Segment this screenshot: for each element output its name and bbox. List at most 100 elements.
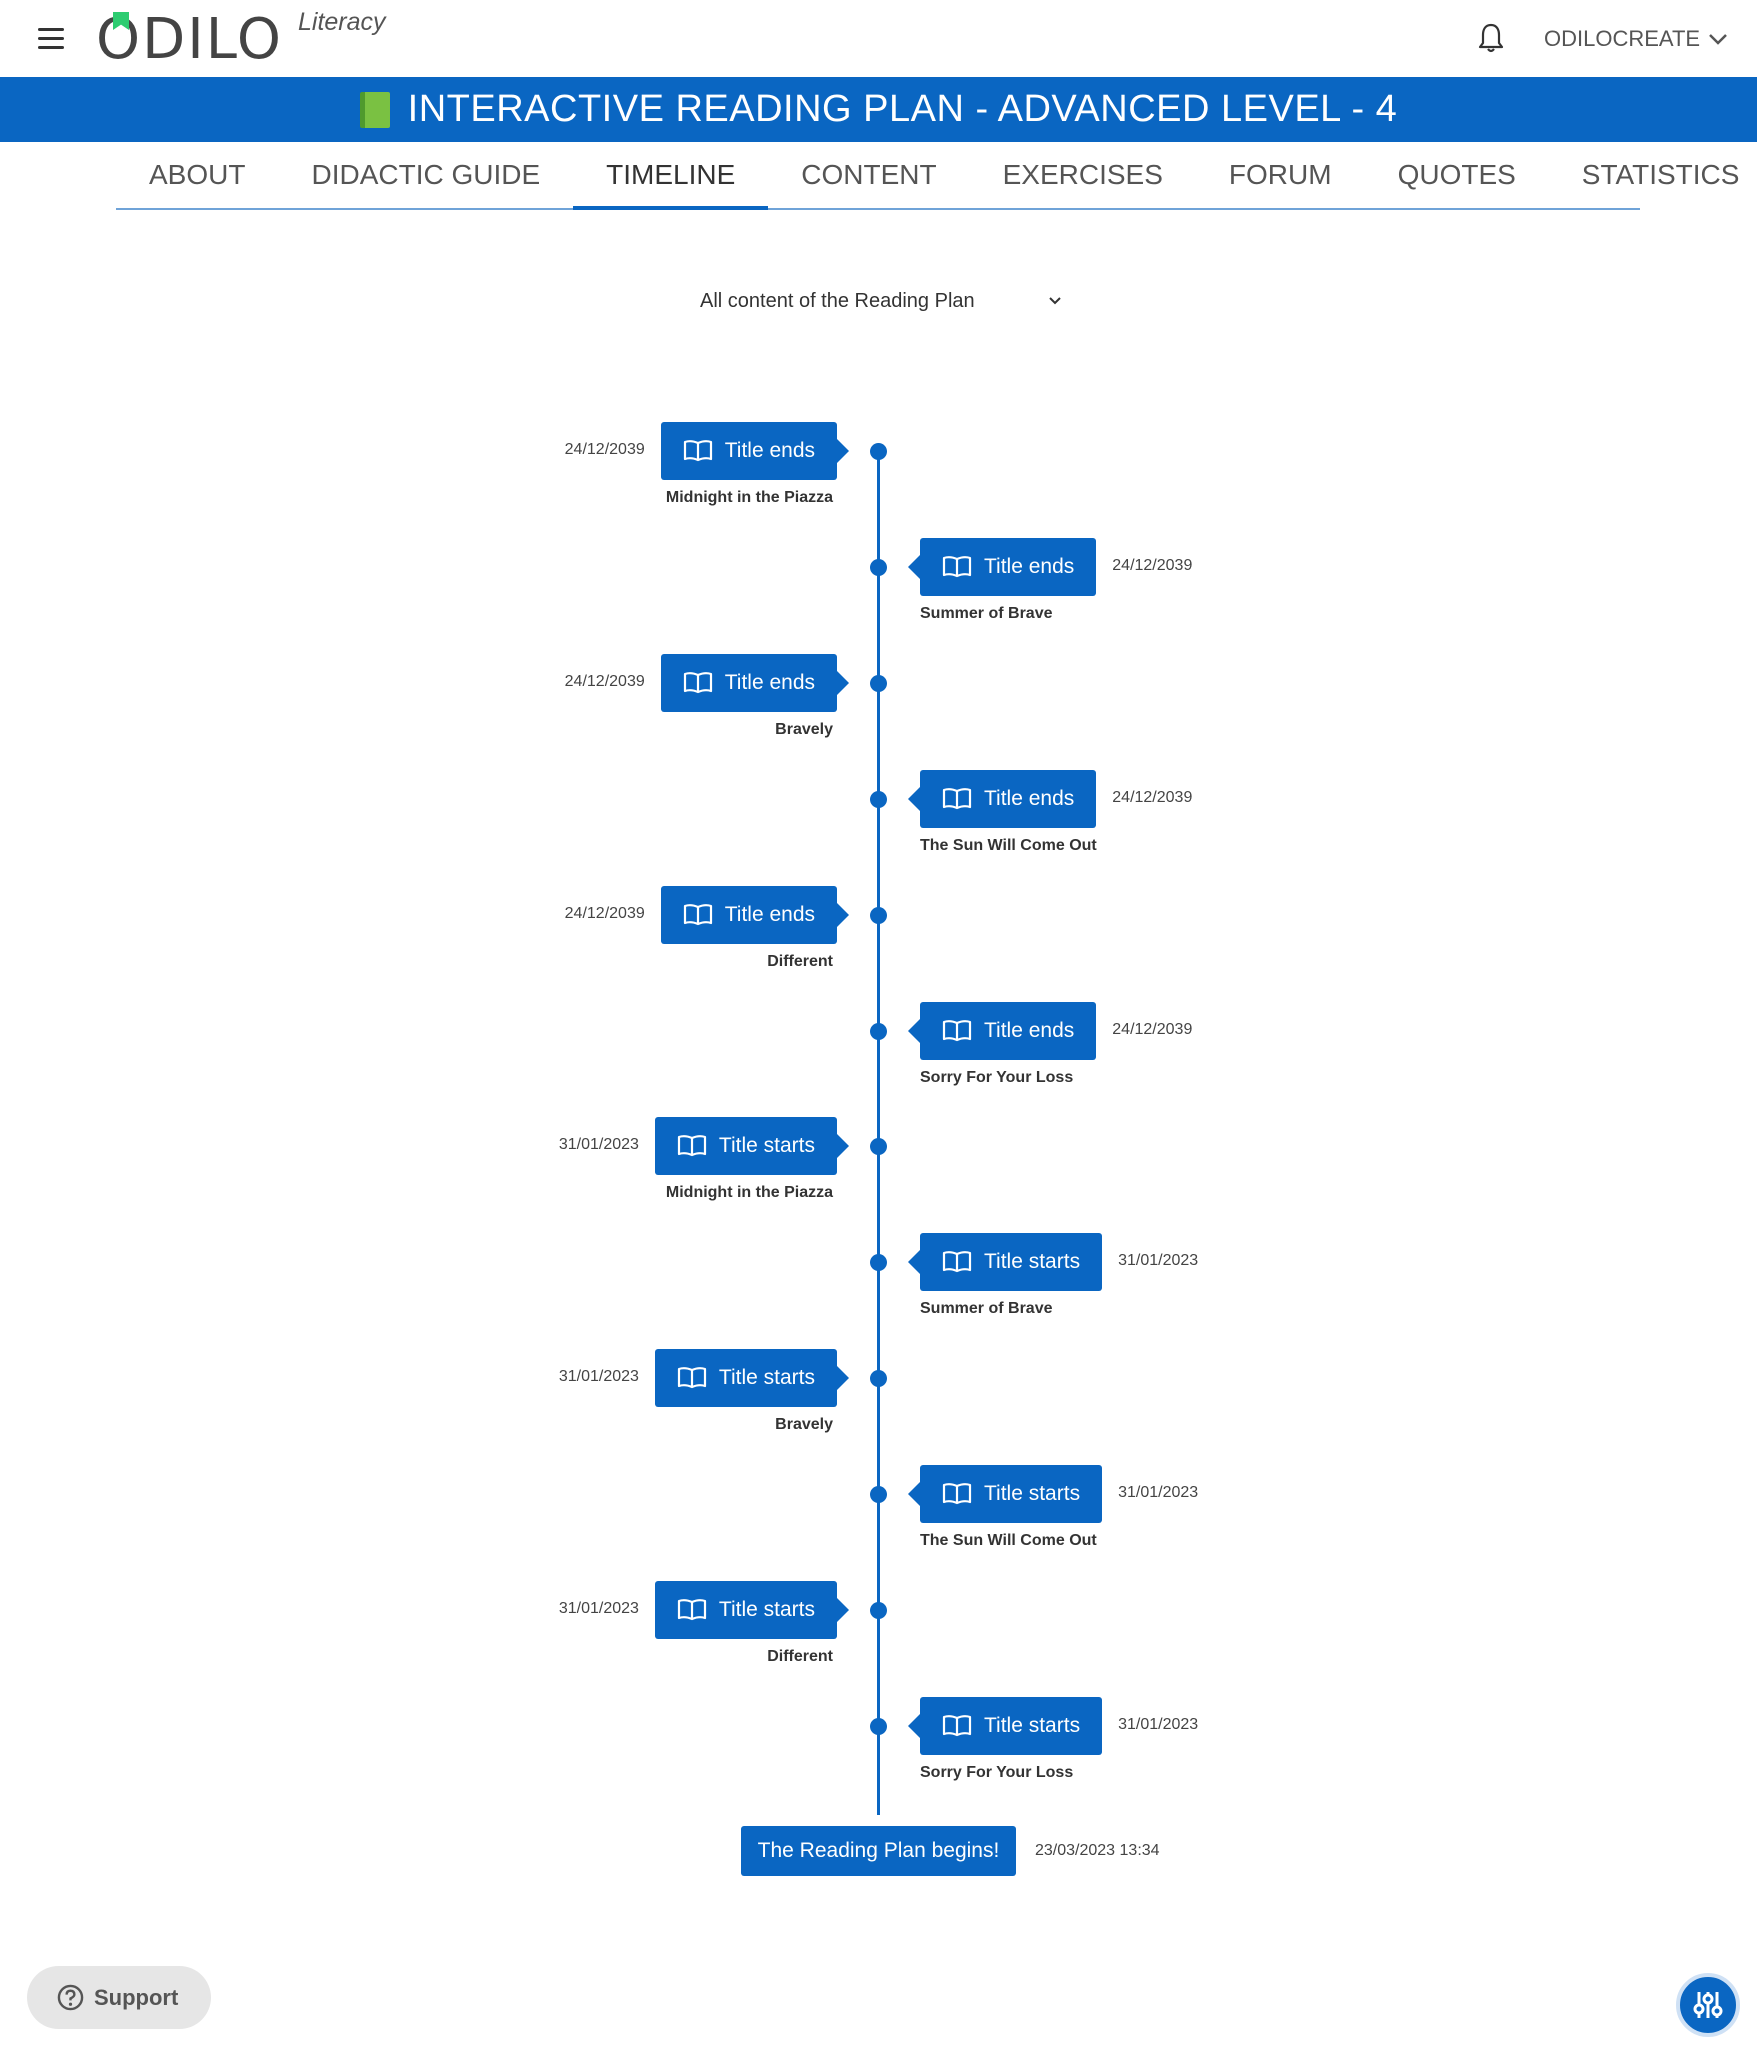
event-date: 31/01/2023 — [1118, 1716, 1199, 1733]
timeline-line — [877, 450, 880, 1815]
content-filter-select[interactable]: All content of the Reading Plan — [700, 283, 1062, 319]
timeline-dot — [870, 1254, 887, 1271]
timeline-dot — [870, 1486, 887, 1503]
event-book-title[interactable]: Summer of Brave — [920, 1300, 1053, 1317]
event-date: 31/01/2023 — [1118, 1252, 1199, 1269]
event-book-title[interactable]: Midnight in the Piazza — [665, 489, 833, 506]
event-label: Title ends — [724, 439, 815, 462]
page-title: INTERACTIVE READING PLAN - ADVANCED LEVE… — [407, 88, 1398, 130]
book-icon — [359, 91, 390, 128]
event-book-title[interactable]: Different — [767, 953, 833, 970]
timeline-dot — [870, 1138, 887, 1155]
tab-bar: ABOUT DIDACTIC GUIDE TIMELINE CONTENT EXERCI… — [116, 142, 1739, 210]
timeline-dot — [870, 1023, 887, 1040]
event-date: 31/01/2023 — [1118, 1484, 1199, 1501]
reading-plan-begins-button[interactable]: The Reading Plan begins! — [741, 1826, 1016, 1876]
hamburger-icon[interactable] — [38, 26, 66, 50]
sliders-icon — [1693, 1992, 1723, 2018]
timeline-event-button[interactable]: Title ends — [660, 654, 850, 712]
timeline-dot — [870, 675, 887, 692]
event-label: Title ends — [724, 671, 815, 694]
open-book-icon — [942, 556, 972, 578]
accessibility-button[interactable] — [1676, 1973, 1740, 2037]
timeline-event-button[interactable]: Title starts — [907, 1233, 1103, 1291]
timeline-event-button[interactable]: Title starts — [907, 1465, 1103, 1523]
timeline-dot — [870, 1602, 887, 1619]
event-book-title[interactable]: Bravely — [775, 721, 833, 738]
reading-plan-begin-date: 23/03/2023 13:34 — [1035, 1842, 1160, 1859]
open-book-icon — [683, 672, 712, 694]
user-name: ODILOCREATE — [1544, 26, 1701, 51]
timeline-event-button[interactable]: Title ends — [660, 422, 850, 480]
open-book-icon — [677, 1135, 707, 1157]
timeline-dot — [870, 443, 887, 460]
timeline-dot — [870, 907, 887, 924]
timeline-event-button[interactable]: Title starts — [907, 1697, 1103, 1755]
event-label: Title ends — [984, 555, 1075, 578]
tab-about[interactable]: ABOUT — [149, 159, 246, 190]
tab-content[interactable]: CONTENT — [801, 159, 937, 190]
filter-selected-value: All content of the Reading Plan — [700, 289, 975, 312]
timeline-event-button[interactable]: Title ends — [660, 886, 850, 944]
tab-quotes[interactable]: QUOTES — [1397, 159, 1516, 190]
event-book-title[interactable]: Sorry For Your Loss — [920, 1069, 1074, 1086]
tab-forum[interactable]: FORUM — [1228, 159, 1332, 190]
event-date: 24/12/2039 — [564, 673, 645, 690]
tab-statistics[interactable]: STATISTICS — [1581, 159, 1740, 190]
chevron-down-icon — [1049, 297, 1061, 305]
timeline-dot — [870, 1718, 887, 1735]
event-label: Title starts — [984, 1250, 1081, 1273]
timeline-dot — [870, 1370, 887, 1387]
user-menu[interactable]: ODILOCREATE — [1544, 26, 1728, 52]
event-book-title[interactable]: The Sun Will Come Out — [920, 837, 1097, 854]
open-book-icon — [677, 1367, 707, 1389]
event-book-title[interactable]: Bravely — [775, 1416, 833, 1433]
open-book-icon — [683, 440, 712, 462]
support-label: Support — [94, 1984, 179, 2010]
event-book-title[interactable]: Sorry For Your Loss — [920, 1764, 1074, 1781]
timeline-dot — [870, 559, 887, 576]
timeline-event-button[interactable]: Title ends — [907, 1002, 1097, 1060]
event-label: Title starts — [984, 1714, 1081, 1737]
timeline-event-button[interactable]: Title starts — [654, 1349, 850, 1407]
open-book-icon — [942, 1020, 972, 1042]
logo[interactable]: ODILO Literacy — [96, 6, 426, 70]
chevron-down-icon — [1709, 34, 1727, 45]
timeline-event-button[interactable]: Title starts — [654, 1117, 850, 1175]
event-date: 31/01/2023 — [558, 1600, 639, 1617]
event-label: Title ends — [984, 787, 1075, 810]
event-book-title[interactable]: The Sun Will Come Out — [920, 1532, 1097, 1549]
event-date: 24/12/2039 — [1112, 1021, 1193, 1038]
event-label: Title starts — [984, 1482, 1081, 1505]
event-date: 24/12/2039 — [564, 905, 645, 922]
bookmark-icon — [113, 12, 129, 30]
event-date: 31/01/2023 — [558, 1136, 639, 1153]
open-book-icon — [942, 1251, 972, 1273]
bell-icon[interactable] — [1476, 22, 1506, 54]
event-label: Title ends — [724, 903, 815, 926]
event-label: Title starts — [718, 1366, 815, 1389]
event-label: Title ends — [984, 1019, 1075, 1042]
open-book-icon — [677, 1599, 707, 1621]
tab-didactic-guide[interactable]: DIDACTIC GUIDE — [311, 159, 541, 190]
logo-subtitle: Literacy — [298, 8, 386, 36]
open-book-icon — [942, 788, 972, 810]
event-label: Title starts — [718, 1134, 815, 1157]
timeline-event-button[interactable]: Title ends — [907, 770, 1097, 828]
event-date: 24/12/2039 — [1112, 789, 1193, 806]
title-bar: INTERACTIVE READING PLAN - ADVANCED LEVE… — [0, 77, 1757, 142]
open-book-icon — [942, 1715, 972, 1737]
timeline-event-button[interactable]: Title starts — [654, 1581, 850, 1639]
timeline-event-button[interactable]: Title ends — [907, 538, 1097, 596]
event-book-title[interactable]: Different — [767, 1648, 833, 1665]
open-book-icon — [683, 904, 712, 926]
support-button[interactable]: Support — [27, 1966, 211, 2029]
event-book-title[interactable]: Midnight in the Piazza — [665, 1184, 833, 1201]
tab-timeline[interactable]: TIMELINE — [573, 142, 769, 210]
event-date: 24/12/2039 — [1112, 557, 1193, 574]
open-book-icon — [942, 1483, 972, 1505]
tab-exercises[interactable]: EXERCISES — [1002, 159, 1163, 190]
event-book-title[interactable]: Summer of Brave — [920, 605, 1053, 622]
event-date: 31/01/2023 — [558, 1368, 639, 1385]
question-circle-icon — [57, 1984, 84, 2011]
